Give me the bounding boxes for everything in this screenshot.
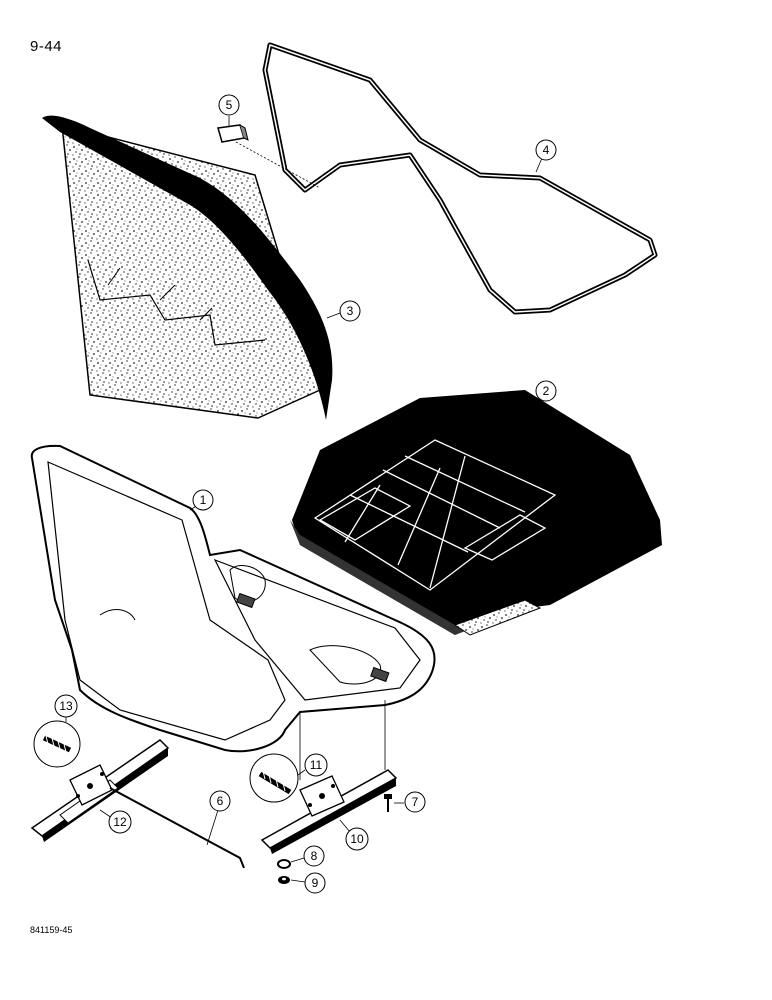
left-slide-rail: [30, 739, 170, 842]
callout-12: 12: [99, 809, 132, 834]
callout-2: 2: [533, 380, 557, 412]
callout-10: 10: [339, 819, 369, 851]
callout-12-label: 12: [113, 815, 127, 829]
callout-3: 3: [326, 300, 361, 322]
callout-9: 9: [290, 872, 326, 894]
callout-8: 8: [290, 845, 325, 867]
callout-13: 13: [54, 694, 78, 722]
callout-1: 1: [189, 489, 214, 511]
callout-9-label: 9: [312, 876, 319, 890]
assembly-leader-lines: [299, 700, 386, 780]
release-rod: [109, 787, 245, 869]
callout-5-label: 5: [226, 98, 233, 112]
bolt: [384, 794, 392, 812]
detail-spring-left: [33, 720, 81, 768]
callout-3-label: 3: [347, 304, 354, 318]
callout-7: 7: [394, 791, 426, 813]
seat-cushion: [290, 390, 662, 636]
callout-8-label: 8: [311, 849, 318, 863]
callout-2-label: 2: [543, 384, 550, 398]
lock-washer: [277, 859, 291, 869]
back-cushion: [42, 115, 333, 420]
callout-7-label: 7: [412, 795, 419, 809]
callout-5: 5: [218, 94, 240, 126]
page-number: 9-44: [30, 38, 63, 55]
detail-spring-right: [249, 753, 299, 803]
callout-10-label: 10: [350, 832, 364, 846]
trim-clip: [217, 124, 321, 189]
seat-pan: [30, 444, 436, 753]
callout-4-label: 4: [543, 143, 550, 157]
callout-4: 4: [535, 139, 557, 173]
seat-trim-welt: [262, 42, 658, 315]
callout-1-label: 1: [200, 493, 207, 507]
callout-6-label: 6: [217, 794, 224, 808]
callout-13-label: 13: [59, 699, 73, 713]
nut: [278, 876, 290, 884]
callout-11: 11: [297, 753, 328, 777]
callout-11-label: 11: [310, 758, 323, 772]
figure-code: 841159-45: [30, 925, 73, 935]
right-slide-rail: [260, 769, 398, 854]
callout-6: 6: [206, 790, 231, 846]
